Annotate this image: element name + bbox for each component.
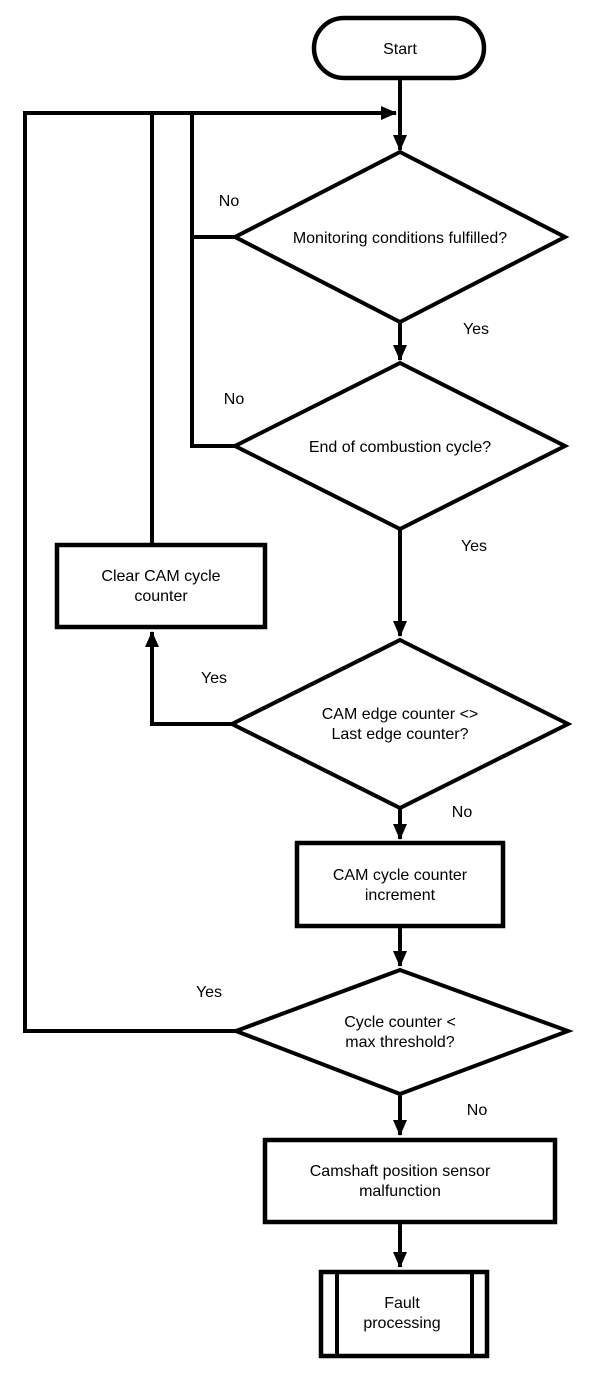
branch-label-threshold-no: No [467,1102,488,1119]
increment-label-line1: CAM cycle counter [333,867,468,884]
node-fault-processing: Fault processing [318,1269,490,1359]
combustion-label: End of combustion cycle? [309,439,491,456]
malfunction-process-shape [262,1137,558,1225]
malfunction-label-line1: Camshaft position sensor [310,1163,491,1180]
branch-label-monitoring-no: No [219,193,240,210]
malfunction-label-line2: malfunction [359,1183,441,1200]
edge-combustion-no [190,111,235,448]
clear-counter-process-shape [54,542,268,630]
fault-predefined-process-shape [318,1269,490,1359]
increment-process-shape [294,840,506,929]
node-monitoring-conditions: Monitoring conditions fulfilled? [230,149,570,325]
clear-counter-label-line2: counter [134,588,188,605]
threshold-decision-shape [230,967,574,1097]
branch-label-edge-counter-yes: Yes [201,670,227,687]
node-start: Start [311,15,487,81]
increment-label-line2: increment [365,887,436,904]
node-sensor-malfunction: Camshaft position sensor malfunction [262,1137,558,1225]
combustion-decision-shape [230,360,570,532]
node-clear-cam-counter: Clear CAM cycle counter [54,542,268,630]
edge-threshold-yes-loop [23,106,397,1033]
edge-counter-label-line2: Last edge counter? [332,726,469,743]
edge-counter-label-line1: CAM edge counter <> [322,706,479,723]
threshold-label-line2: max threshold? [345,1034,454,1051]
node-cycle-counter-threshold: Cycle counter < max threshold? [230,967,574,1097]
branch-label-combustion-no: No [224,391,245,408]
edge-edge-counter-yes [145,631,232,726]
fault-label-line1: Fault [384,1295,420,1312]
monitoring-decision-shape [230,149,570,325]
fault-label-line2: processing [363,1315,440,1332]
branch-label-threshold-yes: Yes [196,984,222,1001]
start-label: Start [383,41,417,58]
branch-label-edge-counter-no: No [452,804,473,821]
edge-counter-decision-shape [227,637,573,811]
clear-counter-label-line1: Clear CAM cycle [101,568,220,585]
start-terminator-shape [311,15,487,81]
node-end-of-combustion: End of combustion cycle? [230,360,570,532]
threshold-label-line1: Cycle counter < [344,1014,456,1031]
node-cam-cycle-increment: CAM cycle counter increment [294,840,506,929]
monitoring-label: Monitoring conditions fulfilled? [293,230,507,247]
branch-label-monitoring-yes: Yes [463,321,489,338]
branch-label-combustion-yes: Yes [461,538,487,555]
node-cam-edge-counter: CAM edge counter <> Last edge counter? [227,637,573,811]
